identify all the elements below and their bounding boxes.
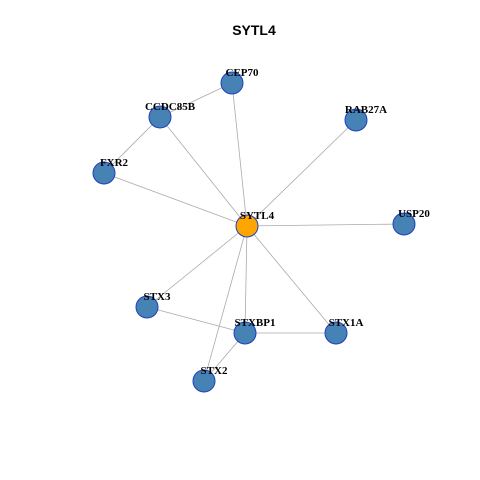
edge-sytl4-rab27a: [246, 119, 357, 227]
node-label-sytl4: SYTL4: [240, 210, 275, 222]
node-cep70: [220, 71, 244, 95]
node-stx1a: [324, 321, 348, 345]
edge-sytl4-stxbp1: [244, 225, 248, 334]
edge-sytl4-stx1a: [246, 225, 337, 334]
edge-cep70-ccdc85b: [159, 82, 233, 118]
node-stx3: [135, 295, 159, 319]
node-label-usp20: USP20: [398, 208, 430, 220]
edge-sytl4-usp20: [246, 223, 405, 227]
diagram-title: SYTL4: [232, 22, 276, 38]
node-label-cep70: CEP70: [226, 67, 260, 79]
edge-sytl4-stx3: [146, 225, 248, 308]
node-label-stxbp1: STXBP1: [235, 317, 276, 329]
edge-sytl4-ccdc85b: [159, 116, 248, 227]
edge-stx3-stxbp1: [146, 306, 246, 334]
node-usp20: [392, 212, 416, 236]
node-layer: [92, 71, 416, 393]
node-stxbp1: [233, 321, 257, 345]
node-label-rab27a: RAB27A: [345, 104, 387, 116]
edge-sytl4-fxr2: [103, 172, 248, 227]
node-label-ccdc85b: CCDC85B: [145, 101, 196, 113]
node-fxr2: [92, 161, 116, 185]
node-stx2: [192, 369, 216, 393]
node-label-stx1a: STX1A: [329, 317, 364, 329]
edge-sytl4-cep70: [231, 82, 248, 227]
node-rab27a: [344, 108, 368, 132]
edge-ccdc85b-fxr2: [103, 116, 161, 174]
edge-sytl4-stx2: [203, 225, 248, 382]
node-label-stx2: STX2: [201, 365, 228, 377]
node-label-fxr2: FXR2: [100, 157, 129, 169]
node-label-stx3: STX3: [144, 291, 171, 303]
node-sytl4: [235, 214, 259, 238]
node-ccdc85b: [148, 105, 172, 129]
